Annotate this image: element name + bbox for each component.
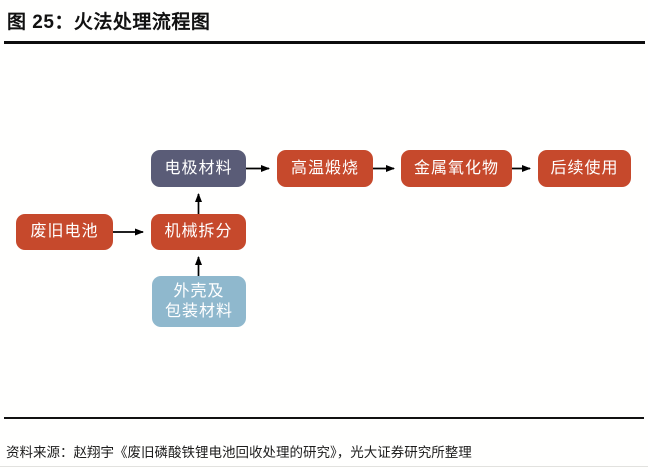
- source-note: 资料来源：赵翔宇《废旧磷酸铁锂电池回收处理的研究》，光大证券研究所整理: [6, 445, 472, 460]
- flow-node-waste-battery: 废旧电池: [16, 214, 113, 250]
- source-divider-line: [4, 417, 644, 419]
- flow-node-electrode-material: 电极材料: [151, 150, 246, 187]
- figure-title: 图 25：火法处理流程图: [7, 12, 211, 33]
- flow-node-follow-up-use: 后续使用: [538, 150, 631, 187]
- flow-node-metal-oxide: 金属氧化物: [401, 150, 512, 187]
- flow-node-high-temp-calcination: 高温煅烧: [277, 150, 373, 187]
- flow-node-mechanical-split: 机械拆分: [151, 214, 246, 250]
- page-bottom-line: [0, 466, 648, 467]
- flow-node-shell-packaging: 外壳及 包装材料: [152, 276, 246, 327]
- title-divider-line: [4, 41, 645, 44]
